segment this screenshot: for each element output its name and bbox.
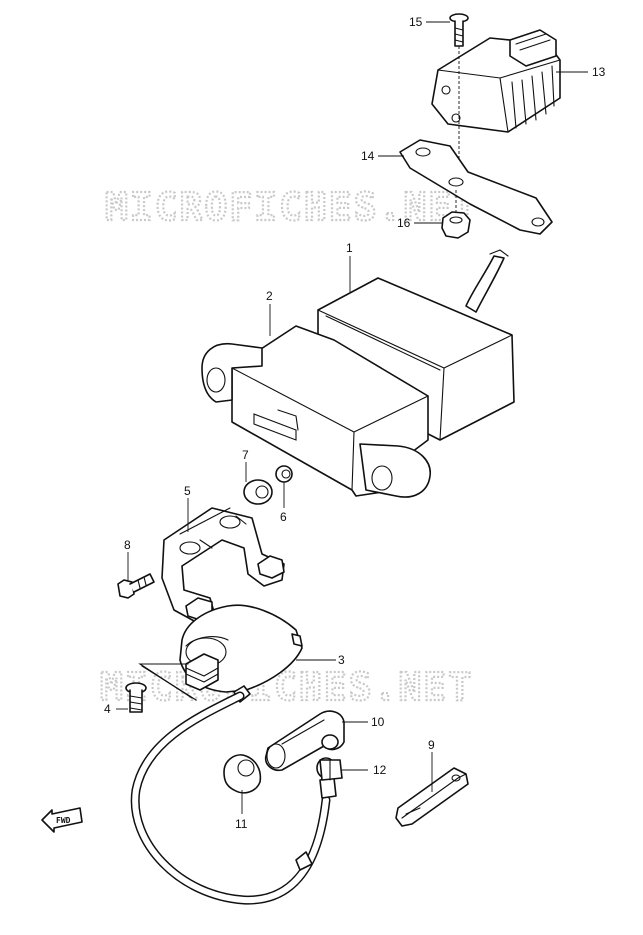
high-tension-lead	[130, 685, 337, 905]
part-5-bracket	[161, 507, 285, 623]
callout-12: 12	[373, 763, 387, 777]
part-13-regulator	[431, 29, 561, 133]
callout-5: 5	[184, 484, 191, 498]
leader-lines	[116, 21, 588, 814]
callout-11: 11	[235, 817, 248, 831]
callout-6: 6	[280, 510, 287, 524]
callout-numbers: 15 13 14 16 1 2 3 4 5 6 7 8 9 10 11 12	[104, 15, 606, 831]
callout-9: 9	[428, 738, 435, 752]
part-12-terminal	[316, 757, 343, 781]
callout-7: 7	[242, 448, 249, 462]
fwd-arrow-icon: FWD	[41, 807, 83, 833]
callout-16: 16	[397, 216, 411, 230]
callout-8: 8	[124, 538, 131, 552]
callout-14: 14	[361, 149, 375, 163]
fwd-label: FWD	[56, 816, 71, 825]
callout-2: 2	[266, 289, 273, 303]
part-9-clamp	[395, 767, 469, 827]
callout-3: 3	[338, 653, 345, 667]
part-7-grommet	[243, 479, 273, 505]
part-6-spacer	[275, 465, 293, 483]
callout-15: 15	[409, 15, 423, 29]
part-10-plug-cap	[264, 710, 345, 772]
part-3-ignition-coil	[138, 604, 303, 701]
callout-10: 10	[371, 715, 385, 729]
part-2-rubber-case	[201, 325, 431, 498]
part-4-screw	[125, 682, 147, 713]
watermark-top: MICROFICHES.NET	[105, 185, 478, 229]
watermark-bottom: MICROFICHES.NET	[100, 665, 473, 709]
callout-4: 4	[104, 702, 111, 716]
part-16-nut	[441, 190, 471, 239]
callout-13: 13	[592, 65, 606, 79]
part-15-screw	[449, 13, 469, 160]
part-8-bolt	[117, 573, 155, 599]
part-14-bracket	[399, 139, 553, 235]
part-11-cap-seal	[223, 754, 262, 794]
callout-1: 1	[346, 241, 353, 255]
